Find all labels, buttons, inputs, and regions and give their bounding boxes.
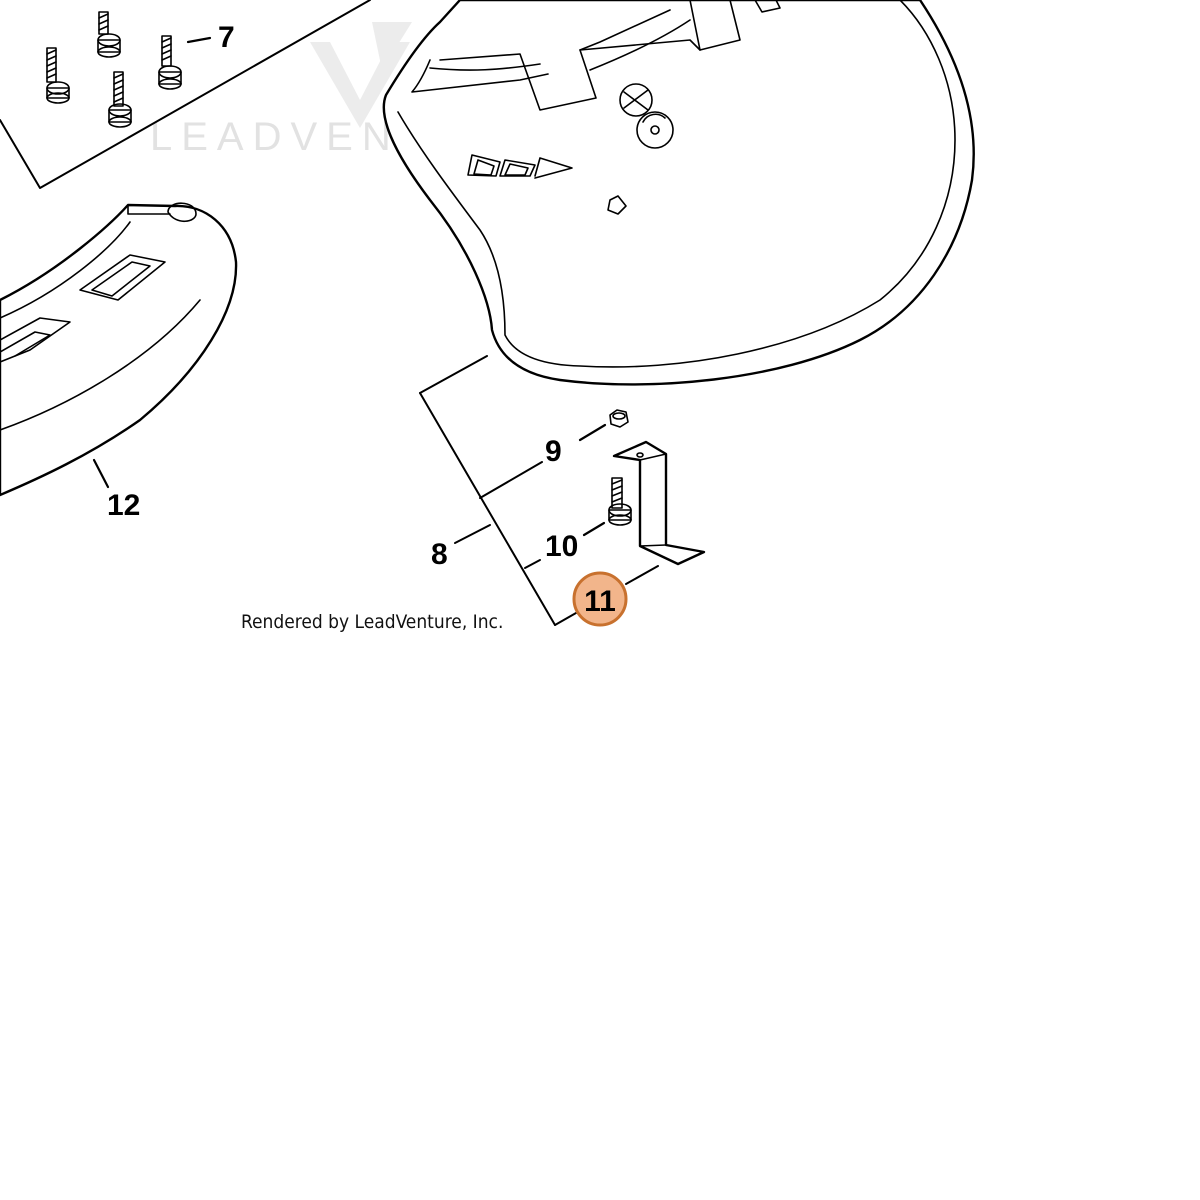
credit-text: Rendered by LeadVenture, Inc. bbox=[241, 611, 503, 633]
reel-icon bbox=[636, 111, 674, 149]
highlighted-callout-11[interactable]: 11 bbox=[572, 571, 628, 627]
arrow-decal-icon bbox=[467, 154, 573, 179]
mounting-hole-icon bbox=[607, 195, 627, 215]
callout-8[interactable]: 8 bbox=[431, 538, 448, 571]
bolt-icon bbox=[608, 477, 632, 526]
nut-icon bbox=[609, 409, 629, 428]
bolt-icon bbox=[158, 35, 182, 90]
bumper-part-12 bbox=[0, 202, 238, 497]
bolt-icon bbox=[97, 11, 121, 58]
highlight-circle bbox=[572, 571, 628, 627]
bolt-icon bbox=[46, 47, 70, 104]
callout-7[interactable]: 7 bbox=[218, 21, 235, 54]
bracket-part-11 bbox=[612, 440, 706, 566]
bolt-icon bbox=[108, 71, 132, 128]
cover-body bbox=[382, 0, 975, 386]
watermark-logo-accent-icon bbox=[372, 22, 412, 70]
callout-12[interactable]: 12 bbox=[107, 489, 140, 522]
callout-9[interactable]: 9 bbox=[545, 435, 562, 468]
callout-10[interactable]: 10 bbox=[545, 530, 578, 563]
bolt-group-box bbox=[0, 0, 371, 189]
callout-11[interactable]: 11 bbox=[584, 585, 616, 618]
warning-icon bbox=[619, 83, 653, 117]
hardware-group-box bbox=[419, 355, 659, 626]
bolt-set-7 bbox=[46, 11, 182, 128]
